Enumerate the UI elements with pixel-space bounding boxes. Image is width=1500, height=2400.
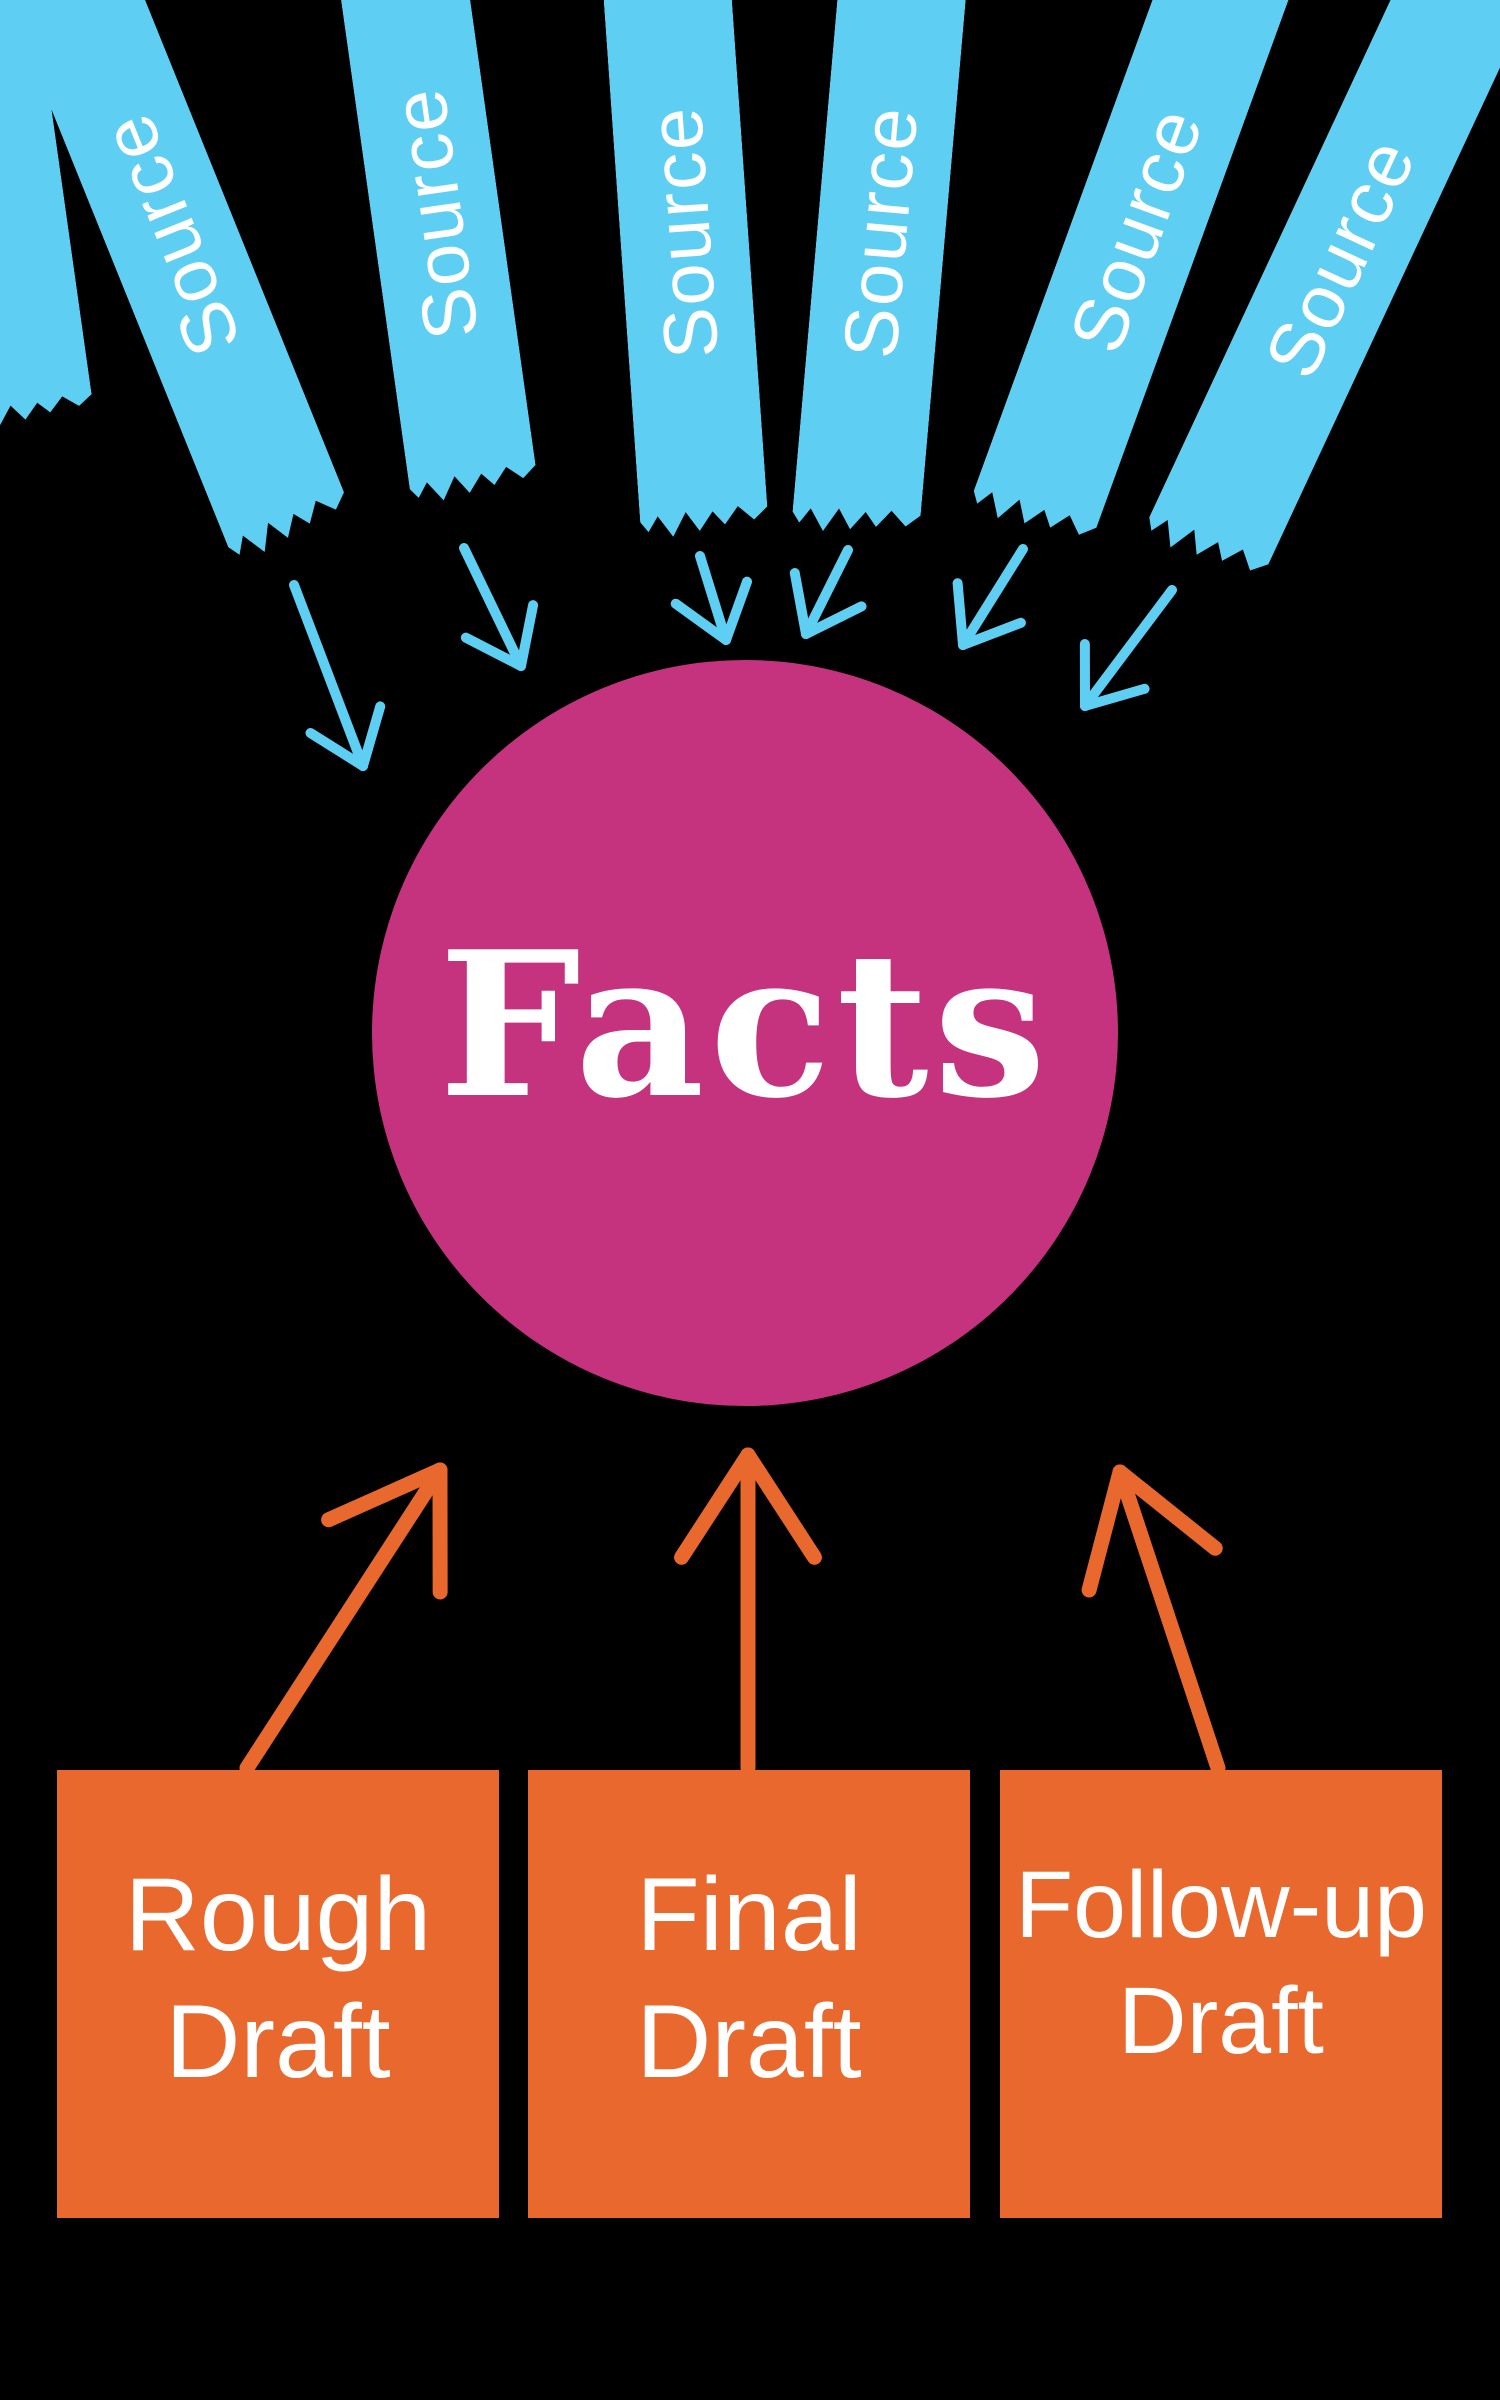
- source-banner-label: Source: [1053, 96, 1221, 363]
- source-arrow-icon: [952, 544, 1028, 650]
- rough-draft-box: Rough Draft: [57, 1770, 499, 2218]
- source-banner: Source: [601, 0, 769, 543]
- facts-label: Facts: [438, 907, 1052, 1143]
- source-arrow-icon: [1079, 585, 1177, 711]
- source-arrow-icon: [789, 545, 867, 639]
- followup-draft-box: Follow-up Draft: [1000, 1770, 1442, 2218]
- followup-draft-label: Follow-up Draft: [1015, 1852, 1427, 2074]
- source-banner-label: Source: [375, 82, 496, 345]
- source-arrow-icon: [289, 580, 386, 771]
- source-banner-label: Source: [84, 101, 258, 368]
- final-draft-box: Final Draft: [528, 1770, 970, 2218]
- source-arrow-icon: [670, 551, 753, 645]
- draft-arrow-icon: [674, 1447, 822, 1776]
- source-arrow-icon: [459, 543, 539, 671]
- draft-arrow-icon: [1081, 1464, 1226, 1776]
- source-banner-label: Source: [632, 102, 736, 361]
- facts-circle: Facts: [372, 660, 1118, 1406]
- final-draft-label: Final Draft: [636, 1857, 862, 2100]
- source-banner-label: Source: [827, 101, 935, 362]
- draft-arrow-icon: [239, 1462, 448, 1776]
- source-banner: Source: [337, 0, 540, 509]
- source-banner: Source: [791, 0, 969, 543]
- rough-draft-label: Rough Draft: [124, 1857, 432, 2100]
- source-banner-label: Source: [1248, 125, 1433, 391]
